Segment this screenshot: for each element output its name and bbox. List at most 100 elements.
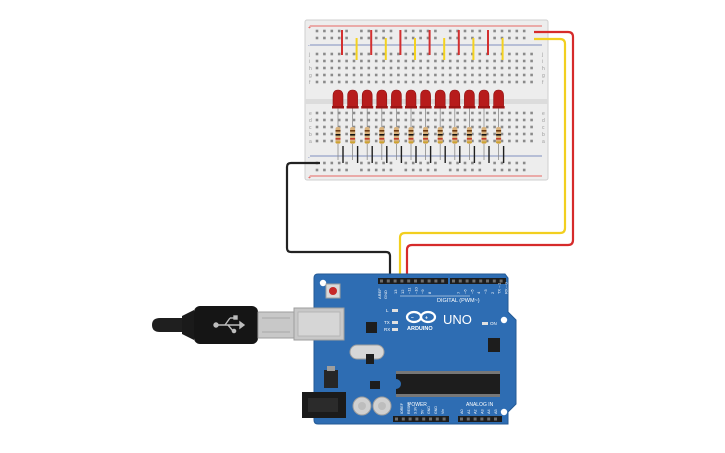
rail-hole (323, 161, 326, 165)
terminal-hole (345, 80, 348, 84)
led-icon[interactable] (419, 89, 432, 109)
led-icon[interactable] (492, 89, 505, 109)
rail-hole (389, 36, 393, 40)
resistor[interactable] (350, 108, 356, 160)
terminal-hole (434, 66, 437, 70)
terminal-hole (522, 52, 526, 56)
led-icon[interactable] (478, 89, 490, 109)
digital-pin-label: 4 (476, 291, 481, 294)
header-hole (400, 279, 404, 283)
digital-pin-label: 12 (400, 289, 405, 294)
terminal-hole (360, 118, 363, 122)
rail-hole (500, 29, 504, 33)
resistor[interactable] (335, 108, 341, 160)
header-hole (434, 279, 438, 283)
digital-header-right[interactable] (450, 278, 506, 284)
terminal-hole (419, 80, 422, 84)
terminal-hole (352, 73, 356, 77)
terminal-hole (478, 118, 482, 122)
terminal-hole (485, 139, 489, 143)
terminal-hole (463, 66, 467, 70)
terminal-hole (530, 73, 533, 77)
resistor[interactable] (408, 108, 414, 160)
terminal-hole (463, 139, 467, 143)
terminal-hole (522, 80, 526, 84)
terminal-hole (478, 132, 482, 136)
terminal-hole (323, 139, 326, 143)
rail-hole (345, 36, 348, 40)
terminal-hole (426, 125, 430, 129)
terminal-hole (352, 111, 356, 115)
led-icon[interactable] (405, 89, 417, 109)
terminal-hole (352, 66, 356, 70)
ground-wire[interactable] (285, 161, 392, 282)
terminal-hole (530, 125, 533, 129)
led-icon[interactable] (375, 89, 388, 109)
terminal-hole (323, 59, 326, 63)
terminal-hole (404, 52, 408, 56)
resistor[interactable] (452, 108, 458, 160)
digital-pin-label: 7 (456, 291, 461, 294)
header-hole (415, 417, 419, 421)
terminal-hole (382, 118, 385, 122)
resistor[interactable] (364, 108, 370, 160)
resistor[interactable] (466, 108, 472, 160)
terminal-hole (397, 118, 400, 122)
terminal-hole (530, 80, 533, 84)
resistor[interactable] (437, 108, 443, 160)
digital-header-left[interactable] (378, 278, 448, 284)
terminal-hole (485, 80, 489, 84)
led-icon[interactable] (361, 89, 374, 109)
terminal-hole (500, 139, 504, 143)
terminal-hole (515, 132, 519, 136)
terminal-hole (485, 118, 489, 122)
rail-hole (360, 161, 363, 165)
header-hole (407, 279, 411, 283)
terminal-hole (448, 80, 452, 84)
rail-hole (515, 36, 519, 40)
analog-pin-label: A4 (487, 409, 491, 414)
header-hole (466, 417, 470, 421)
digital-label: DIGITAL (PWM~) (437, 298, 480, 304)
terminal-hole (478, 73, 482, 77)
analog-header[interactable] (458, 416, 502, 422)
terminal-hole (315, 139, 319, 143)
on-label: ON (490, 321, 497, 326)
resistor[interactable] (379, 108, 385, 160)
red-signal-wire[interactable] (405, 30, 575, 282)
resistor[interactable] (393, 108, 399, 160)
led-icon[interactable] (346, 89, 359, 109)
terminal-hole (374, 73, 378, 77)
led-icon[interactable] (390, 89, 403, 109)
terminal-hole (360, 139, 363, 143)
led-icon[interactable] (434, 89, 447, 109)
terminal-hole (448, 52, 452, 56)
terminal-hole (426, 80, 430, 84)
resistor[interactable] (481, 108, 487, 160)
resistor[interactable] (496, 108, 502, 160)
rail-hole (493, 168, 496, 172)
terminal-hole (345, 132, 348, 136)
terminal-hole (500, 59, 504, 63)
terminal-hole (345, 118, 348, 122)
yellow-signal-wire[interactable] (398, 37, 567, 282)
terminal-hole (374, 111, 378, 115)
led-icon[interactable] (448, 89, 461, 109)
rail-hole (478, 29, 482, 33)
terminal-hole (508, 139, 511, 143)
row-letter: g (542, 73, 545, 79)
rail-hole (522, 36, 526, 40)
rail-hole (493, 29, 496, 33)
power-header[interactable] (393, 416, 449, 422)
terminal-hole (323, 73, 326, 77)
terminal-hole (471, 132, 474, 136)
rail-hole (456, 36, 459, 40)
icsp-header (366, 354, 374, 364)
terminal-hole (389, 125, 393, 129)
resistor[interactable] (423, 108, 429, 160)
terminal-hole (515, 118, 519, 122)
led-icon[interactable] (463, 89, 476, 109)
usb-cable[interactable] (152, 306, 295, 344)
led-icon[interactable] (332, 89, 344, 109)
